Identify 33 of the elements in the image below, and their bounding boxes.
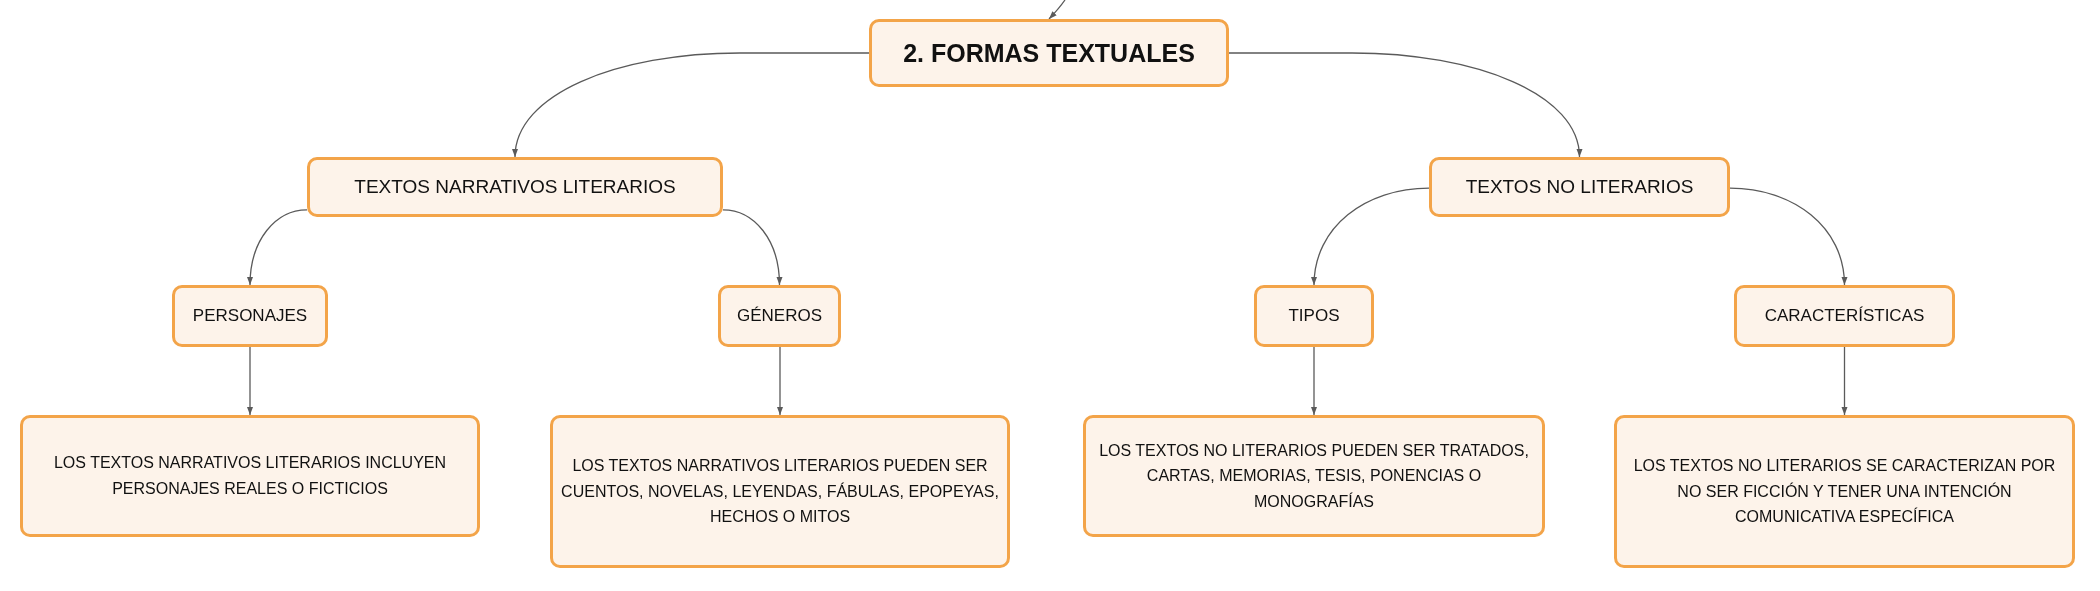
connector-arrow xyxy=(247,346,253,416)
description-box xyxy=(550,415,1010,568)
connector-arrow xyxy=(1841,346,1848,416)
subtopic-box xyxy=(1254,285,1374,347)
connector-arrow xyxy=(1311,187,1430,286)
connector-arrow xyxy=(1048,0,1066,20)
topic-box xyxy=(307,157,723,217)
topic-box xyxy=(1429,157,1730,217)
connector-arrow xyxy=(722,209,783,286)
description-box xyxy=(20,415,480,537)
subtopic-box xyxy=(718,285,841,347)
description-text: LOS TEXTOS NARRATIVOS LITERARIOS PUEDEN SER CUENTOS, NOVELAS, LEYENDAS, FÁBULAS, EPOPEYAS, HECHOS O MITOS xyxy=(560,456,1000,528)
connector-arrow xyxy=(1228,52,1582,158)
central-topic-title: 2. FORMAS TEXTUALES xyxy=(903,38,1195,68)
subtopic-label: CARACTERÍSTICAS xyxy=(1764,306,1925,326)
description-box xyxy=(1083,415,1545,537)
description-text: LOS TEXTOS NO LITERARIOS SE CARACTERIZAN POR NO SER FICCIÓN Y TENER UNA INTENCIÓN COMUNICATIVA ESPECÍFICA xyxy=(1632,456,2057,528)
topic-label: TEXTOS NARRATIVOS LITERARIOS xyxy=(354,176,676,198)
subtopic-box xyxy=(172,285,328,347)
topic-label: TEXTOS NO LITERARIOS xyxy=(1465,176,1694,198)
subtopic-box xyxy=(1734,285,1955,347)
connector-arrow xyxy=(247,209,308,286)
description-text: LOS TEXTOS NO LITERARIOS PUEDEN SER TRATADOS, CARTAS, MEMORIAS, TESIS, PONENCIAS O MONOGRAFÍAS xyxy=(1098,440,1530,512)
connector-arrow xyxy=(513,52,870,158)
central-topic-box xyxy=(869,19,1229,87)
description-text: LOS TEXTOS NARRATIVOS LITERARIOS INCLUYEN PERSONAJES REALES O FICTICIOS xyxy=(52,453,448,499)
subtopic-label: PERSONAJES xyxy=(192,306,308,326)
connector-arrow xyxy=(1311,346,1317,416)
connector-arrow xyxy=(1729,187,1847,286)
description-box xyxy=(1614,415,2075,568)
subtopic-label: TIPOS xyxy=(1288,306,1340,326)
subtopic-label: GÉNEROS xyxy=(737,306,822,326)
connector-arrow xyxy=(777,346,783,416)
